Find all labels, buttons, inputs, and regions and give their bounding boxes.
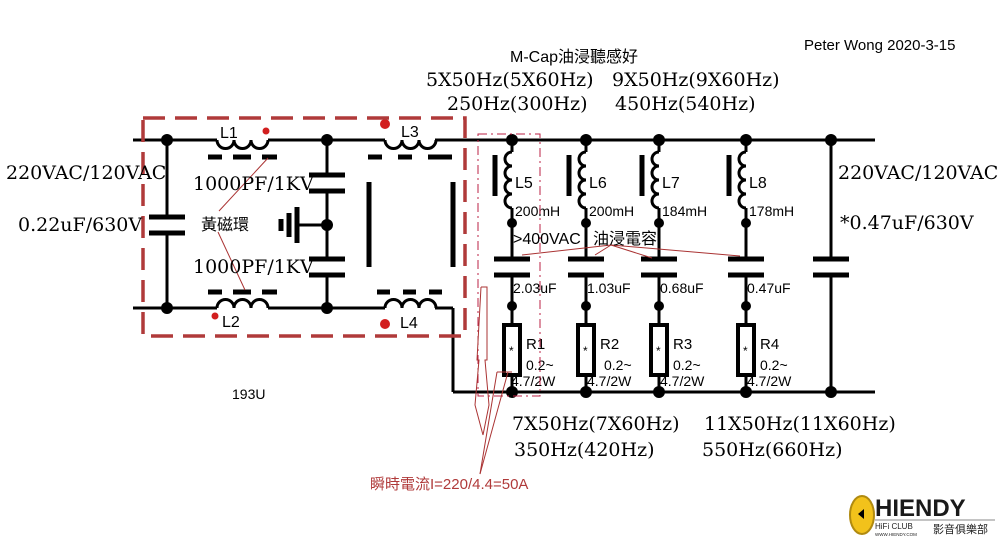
output-capacitor (813, 134, 849, 398)
trap-branch: L8 178mH 0.47uF R4 0.2~4.7/2W * (726, 134, 794, 398)
inductance-label: 178mH (749, 203, 794, 219)
author-note: Peter Wong 2020-3-15 (804, 37, 956, 54)
l3-label: L3 (401, 124, 419, 141)
resistor-value-2: 4.7/2W (511, 373, 556, 389)
harmonic-9-line1: 9X50Hz(9X60Hz) (612, 69, 780, 91)
core-note: 黃磁環 (201, 215, 249, 234)
harmonic-11-line1: 11X50Hz(11X60Hz) (704, 413, 896, 435)
inductance-label: 200mH (515, 203, 560, 219)
resistor (649, 323, 669, 377)
model-label: 193U (232, 386, 265, 402)
inductor-label: L6 (589, 175, 607, 192)
cap-value-label: 1.03uF (587, 280, 631, 296)
inductor-coil (577, 150, 587, 210)
inductor-l4 (377, 289, 442, 329)
oil-cap-note: 油浸電容 (593, 229, 657, 248)
cap-voltage-note: >400VAC (513, 231, 581, 248)
inductor-label: L7 (662, 175, 680, 192)
inductance-label: 184mH (662, 203, 707, 219)
input-voltage-label: 220VAC/120VAC (6, 162, 166, 184)
ycap-top-label: 1000PF/1KV (193, 173, 314, 195)
resistor-mark: * (743, 344, 748, 358)
cap-value-label: 0.68uF (660, 280, 704, 296)
y-capacitors (278, 134, 345, 314)
harmonic-9-line2: 450Hz(540Hz) (615, 93, 756, 115)
resistor-mark: * (509, 344, 514, 358)
resistor-label: R2 (600, 336, 619, 353)
polarity-dot (380, 319, 390, 329)
logo-sub: HiFi CLUB (875, 522, 913, 531)
output-voltage-label: 220VAC/120VAC (838, 162, 998, 184)
inductor-coil (737, 150, 747, 210)
logo-cn: 影音俱樂部 (933, 522, 988, 536)
harmonic-5-line2: 250Hz(300Hz) (447, 93, 588, 115)
resistor-value-2: 4.7/2W (587, 373, 632, 389)
inductor-coil (503, 150, 513, 210)
logo-url: WWW.HIENDY.COM (875, 532, 917, 537)
core-leaders (217, 157, 269, 291)
title-note: M-Cap油浸聽感好 (510, 48, 638, 66)
harmonic-7-line2: 350Hz(420Hz) (514, 439, 655, 461)
trap-branches: L5200mH2.03uFR10.2~4.7/2W*L6200mH1.03uFR… (492, 134, 794, 398)
resistor-label: R3 (673, 336, 692, 353)
harmonic-7-line1: 7X50Hz(7X60Hz) (512, 413, 680, 435)
logo-brand: HIENDY (875, 495, 966, 522)
inductor-label: L5 (515, 175, 533, 192)
resistor-value-2: 4.7/2W (747, 373, 792, 389)
trap-branch: L7 184mH 0.68uF R3 0.2~4.7/2W * (639, 134, 707, 398)
polarity-dot (380, 119, 390, 129)
inductor-l2 (208, 289, 277, 320)
resistor-value-1: 0.2~ (604, 357, 632, 373)
resistor-value-1: 0.2~ (760, 357, 788, 373)
output-cap-label: *0.47uF/630V (840, 212, 974, 234)
input-cap-label: 0.22uF/630V (18, 214, 142, 236)
cap-value-label: 2.03uF (513, 280, 557, 296)
cap-value-label: 0.47uF (747, 280, 791, 296)
input-capacitor (149, 134, 185, 314)
inductor-coil (650, 150, 660, 210)
ycap-bottom-label: 1000PF/1KV (193, 256, 314, 278)
resistor-mark: * (583, 344, 588, 358)
current-arrows (474, 286, 512, 475)
resistor-label: R1 (526, 336, 545, 353)
harmonic-5-line1: 5X50Hz(5X60Hz) (426, 69, 594, 91)
l1-label: L1 (220, 125, 238, 142)
l4-label: L4 (400, 315, 418, 332)
resistor (576, 323, 596, 377)
l2-label: L2 (222, 314, 240, 331)
highlight-branch-l5 (477, 133, 541, 397)
resistor-value-1: 0.2~ (673, 357, 701, 373)
hiendy-logo: HIENDY HiFi CLUB WWW.HIENDY.COM 影音俱樂部 (849, 495, 995, 537)
inductance-label: 200mH (589, 203, 634, 219)
oil-cap-leaders (521, 244, 741, 259)
resistor-label: R4 (760, 336, 779, 353)
resistor-value-2: 4.7/2W (660, 373, 705, 389)
polarity-dot (262, 127, 270, 135)
inductor-l1 (208, 127, 277, 160)
polarity-dot (211, 312, 219, 320)
emi-filter-frame (141, 116, 467, 338)
inductor-label: L8 (749, 175, 767, 192)
current-note: 瞬時電流I=220/4.4=50A (370, 476, 528, 493)
resistor (736, 323, 756, 377)
resistor (502, 323, 522, 377)
inductor-l3 (366, 119, 456, 267)
harmonic-11-line2: 550Hz(660Hz) (702, 439, 843, 461)
resistor-mark: * (656, 344, 661, 358)
trap-branch: L6 200mH 1.03uF R2 0.2~4.7/2W * (566, 134, 634, 398)
